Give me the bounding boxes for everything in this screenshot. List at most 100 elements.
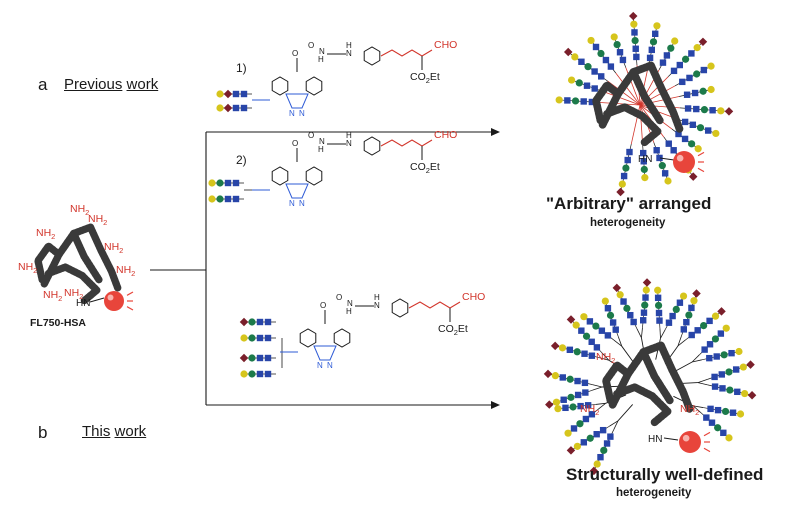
fluorophore-sphere	[673, 151, 695, 173]
galactose-circle	[690, 297, 698, 305]
galactose-circle	[736, 410, 745, 418]
glcnac-square	[584, 402, 592, 409]
glcnac-square	[728, 349, 735, 357]
branch-split	[697, 378, 708, 383]
branch-split	[677, 336, 682, 347]
glcnac-square	[597, 453, 604, 461]
glcnac-square	[599, 426, 607, 434]
galactose-circle	[707, 62, 715, 70]
glcnac-square	[607, 63, 615, 70]
sialic-diamond	[239, 317, 249, 327]
carbamate-h-label: H	[318, 55, 324, 64]
glcnac-square	[640, 317, 647, 324]
aromatic-ring	[333, 328, 351, 348]
glcnac-square	[648, 46, 655, 54]
arrow-head	[491, 401, 500, 409]
glcnac-square	[640, 158, 647, 165]
section-a-word2: work	[126, 76, 159, 93]
section-a-label: Previous work	[64, 77, 158, 92]
galactose-circle	[208, 195, 216, 203]
sialic-diamond	[692, 289, 701, 298]
mannose-circle	[592, 322, 600, 330]
glcnac-square	[620, 172, 628, 180]
branch-split	[613, 339, 622, 347]
branch-split	[609, 420, 619, 427]
sialic-diamond	[629, 11, 638, 21]
galactose-circle	[671, 37, 679, 45]
glcnac-square	[560, 396, 567, 403]
galactose-circle	[593, 460, 601, 468]
aromatic-ring	[305, 76, 323, 96]
branch-split	[641, 327, 643, 338]
glcnac-square	[609, 319, 617, 326]
branch-split	[693, 405, 704, 408]
glcnac-square	[663, 52, 671, 59]
mannose-circle	[700, 321, 708, 330]
glcnac-square	[632, 45, 639, 52]
sialic-diamond	[566, 446, 576, 455]
amine-group: NH2	[70, 203, 89, 217]
glcnac-square	[656, 154, 663, 162]
aromatic-ring	[305, 166, 323, 186]
amine-group: NH2	[18, 261, 37, 275]
glcnac-square	[653, 147, 660, 154]
amine-group: NH2	[596, 351, 615, 365]
galactose-circle	[641, 174, 649, 182]
sialic-diamond	[563, 47, 573, 57]
glcnac-square	[256, 354, 264, 362]
protein-helix	[592, 81, 622, 125]
glcnac-square	[256, 370, 264, 378]
branch-stem	[617, 404, 634, 422]
glcnac-square	[570, 425, 578, 432]
carbamate-n-label: N	[347, 299, 353, 308]
galactose-circle	[558, 344, 567, 352]
glcnac-square	[586, 318, 594, 325]
triazole-n-label: N	[299, 109, 305, 118]
glcnac-square	[578, 58, 585, 65]
protein-helix	[34, 242, 63, 284]
protein-helix	[603, 103, 662, 147]
sialic-diamond	[717, 307, 726, 316]
glcnac-square	[564, 97, 571, 104]
branch-split	[592, 386, 603, 391]
glcnac-square	[734, 388, 741, 396]
galactose-circle	[601, 297, 609, 305]
aldehyde-label: CHO	[462, 291, 485, 303]
glcnac-square	[683, 91, 691, 98]
carbamate-h-label: H	[346, 307, 352, 316]
glcnac-square	[640, 149, 647, 157]
step-two-label: 2)	[236, 153, 247, 167]
glcnac-square	[566, 346, 574, 354]
emission-ray	[126, 306, 134, 311]
carbamate-o-label: O	[320, 301, 326, 310]
glcnac-square	[681, 118, 689, 126]
amine-group: NH2	[43, 289, 62, 303]
galactose-circle	[735, 347, 743, 356]
sialic-diamond	[724, 107, 734, 116]
mannose-circle	[623, 304, 631, 312]
glcnac-square	[591, 85, 598, 92]
sialic-diamond	[223, 89, 233, 99]
mannose-circle	[571, 97, 580, 105]
amide-n-label: N	[374, 301, 380, 310]
galactose-circle	[587, 36, 595, 45]
mannose-circle	[654, 301, 663, 310]
galactose-circle	[642, 286, 650, 294]
glcnac-square	[603, 440, 611, 447]
branch-split	[692, 359, 702, 363]
aromatic-ring	[271, 166, 289, 186]
bottom-result-subtitle: heterogeneity	[616, 487, 692, 499]
glcnac-square	[703, 414, 710, 421]
galactose-circle	[654, 286, 662, 294]
glcnac-square	[713, 353, 720, 360]
glcnac-square	[700, 66, 708, 74]
mannose-circle	[641, 301, 649, 309]
fluorophore-highlight	[676, 154, 684, 162]
glcnac-square	[693, 105, 700, 113]
sialic-diamond	[223, 103, 233, 113]
sialic-diamond	[566, 315, 576, 324]
sialic-diamond	[239, 353, 249, 363]
branch-split	[636, 328, 642, 338]
mannose-circle	[672, 305, 680, 313]
glcnac-square	[675, 130, 682, 138]
